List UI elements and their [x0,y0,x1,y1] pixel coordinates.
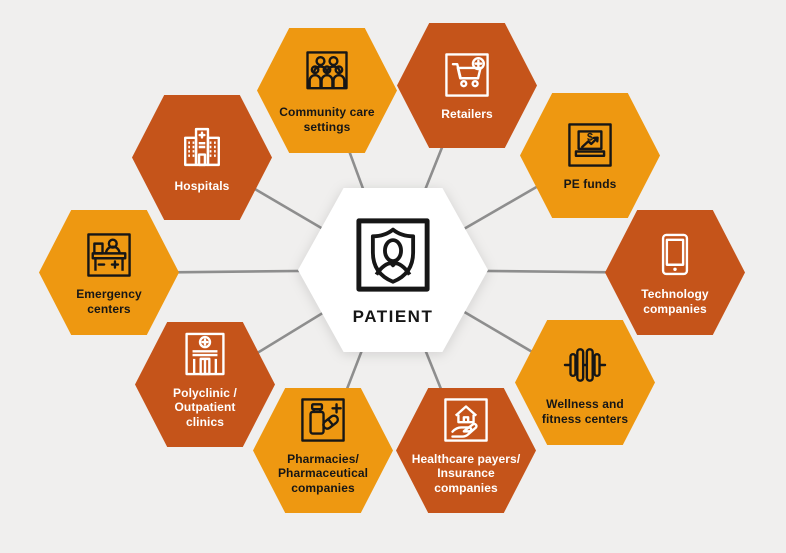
medicine-icon [297,394,349,446]
dumbbell-icon [559,339,611,391]
laptop-growth-icon: $ [564,119,616,171]
node-emergency-centers: Emergency centers [39,210,179,335]
node-label: Pharmacies/ Pharmaceutical companies [277,451,369,495]
node-label: Community care settings [279,104,375,134]
node-technology-companies: Technology companies [605,210,745,335]
node-pe-funds: $ PE funds [520,93,660,218]
node-hospitals: Hospitals [132,95,272,220]
node-label: Hospitals [174,179,230,194]
clinic-building-icon [179,328,231,380]
reception-desk-icon [83,229,135,281]
node-label: Wellness and fitness centers [541,396,629,426]
cart-plus-icon [441,49,493,101]
center-label: PATIENT [352,307,434,326]
node-wellness-fitness-centers: Wellness and fitness centers [515,320,655,445]
node-label: PE funds [563,177,617,192]
hospital-building-icon [176,121,228,173]
node-label: Retailers [441,107,493,122]
tablet-icon [649,229,701,281]
center-node-wrap: PATIENT [298,188,488,352]
node-label: Technology companies [641,286,709,316]
node-pharmacies-pharmaceutical: Pharmacies/ Pharmaceutical companies [253,388,393,513]
node-retailers: Retailers [397,23,537,148]
svg-text:$: $ [587,132,593,144]
house-hand-icon [440,394,492,446]
node-polyclinic-outpatient-clinics: Polyclinic / Outpatient clinics [135,322,275,447]
node-label: Polyclinic / Outpatient clinics [173,385,237,429]
node-label: Healthcare payers/ Insurance companies [411,451,521,495]
node-label: Emergency centers [76,286,142,316]
patient-shield-icon [351,213,435,297]
audience-group-icon [301,47,353,99]
node-community-care-settings: Community care settings [257,28,397,153]
node-patient: PATIENT [298,188,488,352]
node-healthcare-payers-insurance: Healthcare payers/ Insurance companies [396,388,536,513]
